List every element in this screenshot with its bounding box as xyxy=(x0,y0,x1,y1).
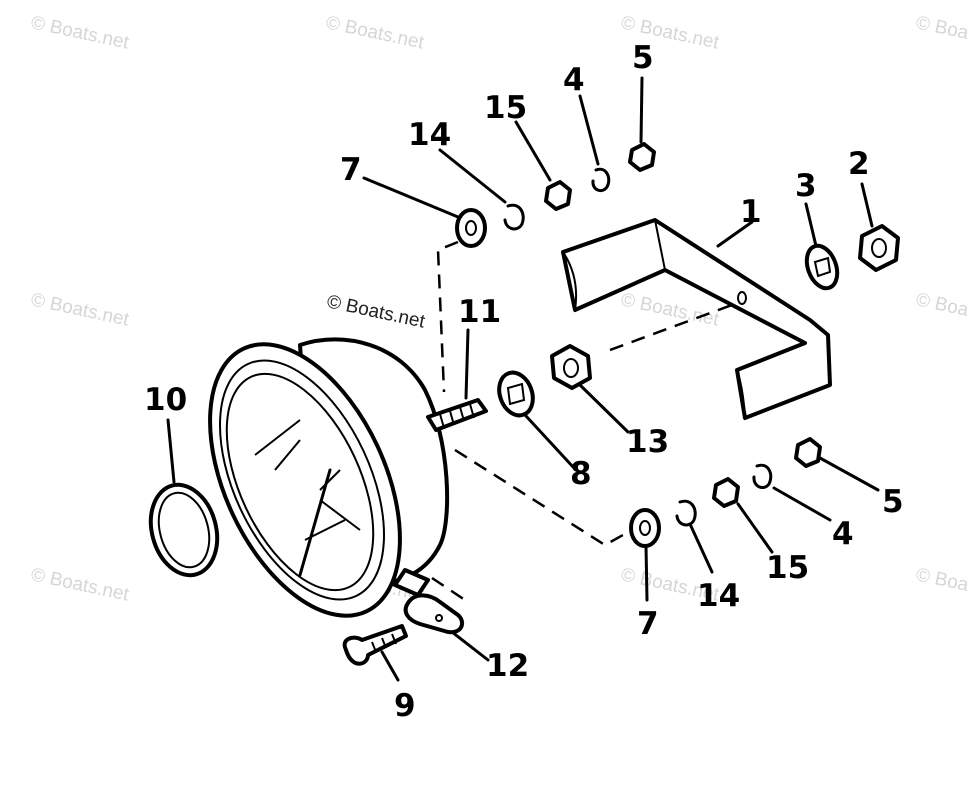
label-part-7-upper: 7 xyxy=(340,152,362,188)
label-part-14-lower: 14 xyxy=(697,578,740,614)
gauge-face xyxy=(225,372,375,592)
bracket-left-curve xyxy=(562,251,578,311)
label-part-13: 13 xyxy=(626,424,669,460)
label-part-1: 1 xyxy=(740,194,762,230)
gauge-body xyxy=(208,337,488,618)
clamp-plate xyxy=(403,593,465,635)
flat-washer-hole xyxy=(639,520,651,536)
label-part-5-upper: 5 xyxy=(632,40,654,76)
watermark: © Boats.net xyxy=(29,564,131,605)
gauge-bezel xyxy=(208,342,402,618)
watermark: © Boats.net xyxy=(914,564,967,605)
label-part-8: 8 xyxy=(570,456,592,492)
gauge-needle xyxy=(298,468,332,577)
label-part-3: 3 xyxy=(795,168,817,204)
mounting-bracket xyxy=(561,218,832,420)
label-part-7-lower: 7 xyxy=(637,606,659,642)
label-part-2: 2 xyxy=(848,146,870,182)
gauge-face-marks xyxy=(254,419,361,541)
assembly-line xyxy=(609,300,741,352)
assembly-line xyxy=(454,448,633,547)
bracket-right-curve xyxy=(736,369,746,419)
label-part-14-upper: 14 xyxy=(408,117,451,153)
hex-nut-hole xyxy=(563,358,579,378)
star-washer xyxy=(497,370,535,418)
bracket-hole xyxy=(737,291,747,305)
lock-washer xyxy=(503,203,525,231)
lock-washer xyxy=(591,167,611,193)
label-part-4-upper: 4 xyxy=(563,62,585,98)
watermark: © Boats.net xyxy=(29,289,131,330)
watermark: © Boats.net xyxy=(619,289,721,330)
watermark-center: © Boats.net xyxy=(325,291,427,332)
bracket-edge xyxy=(654,219,666,271)
leader-lines xyxy=(166,76,880,682)
label-part-9: 9 xyxy=(394,688,416,724)
label-part-5-lower: 5 xyxy=(882,484,904,520)
gauge-stud xyxy=(426,398,488,432)
screw xyxy=(342,624,408,666)
label-part-10: 10 xyxy=(144,382,187,418)
hex-nut xyxy=(712,477,740,508)
star-washer-teeth xyxy=(813,256,832,278)
hex-nut xyxy=(544,180,572,211)
label-part-15-lower: 15 xyxy=(766,550,809,586)
stud-thread xyxy=(439,403,475,429)
label-part-11: 11 xyxy=(458,294,501,330)
lock-washer xyxy=(752,463,773,489)
flat-washer xyxy=(629,508,661,548)
watermark: © Boats.net xyxy=(29,12,131,53)
watermark: © Boats.net xyxy=(914,12,967,53)
label-part-4-lower: 4 xyxy=(832,516,854,552)
label-part-12: 12 xyxy=(486,648,529,684)
gasket-ring-inner xyxy=(157,491,211,569)
part-labels: 1 2 3 4 5 7 14 15 11 13 8 10 5 4 15 14 7… xyxy=(144,40,904,724)
hex-nut-large xyxy=(858,224,900,272)
watermark: © Boats.net xyxy=(324,12,426,53)
gauge-bezel-inner xyxy=(218,359,386,601)
assembly-line xyxy=(431,576,469,604)
lock-washer xyxy=(675,499,697,527)
hex-nut xyxy=(628,142,656,172)
hex-nut xyxy=(794,437,822,468)
flat-washer-hole xyxy=(465,220,477,236)
star-washer xyxy=(804,243,840,291)
label-part-15-upper: 15 xyxy=(484,90,527,126)
watermark: © Boats.net xyxy=(914,289,967,330)
assembly-line xyxy=(436,240,459,393)
flat-washer xyxy=(455,208,487,248)
star-washer-teeth xyxy=(506,382,526,406)
screw-thread xyxy=(371,633,397,653)
clamp-plate-hole xyxy=(435,614,443,622)
hex-nut xyxy=(550,344,592,390)
hex-nut-large-hole xyxy=(871,238,887,258)
